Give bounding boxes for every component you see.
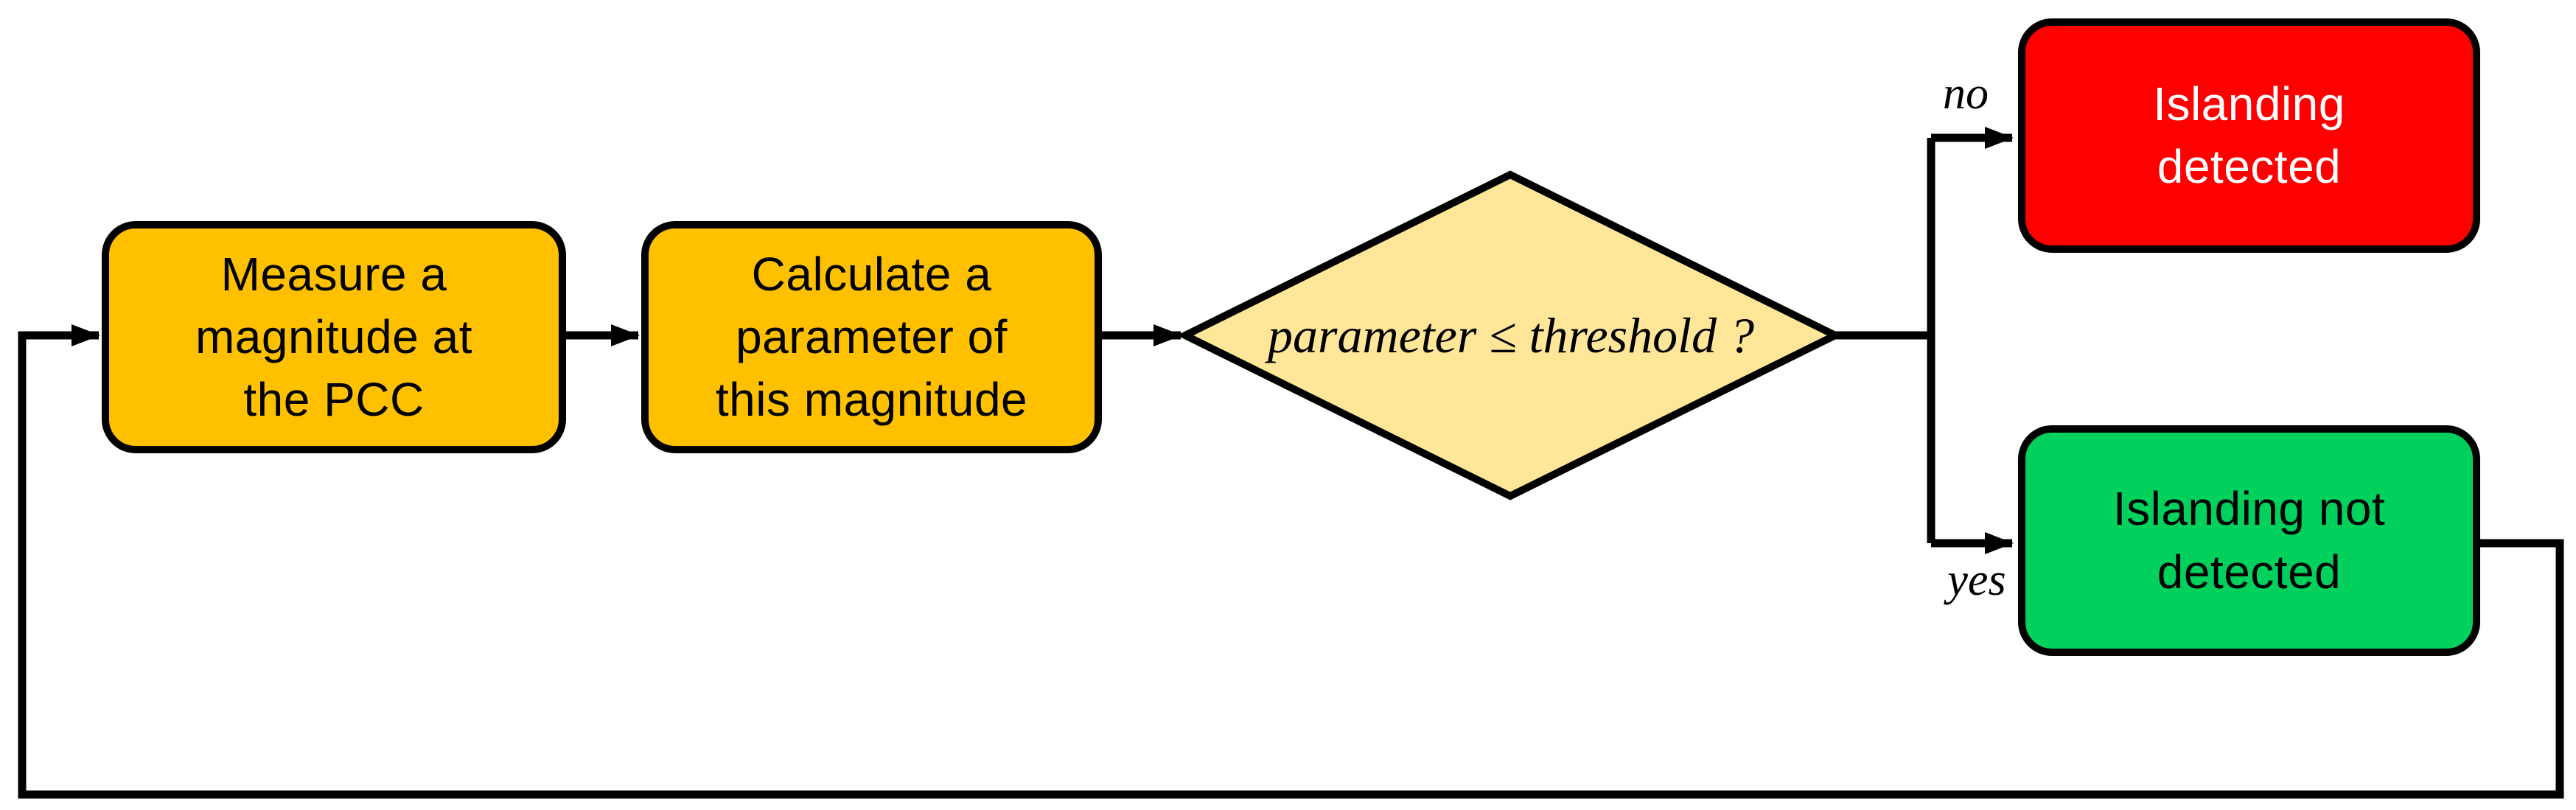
islanding-detected-node: Islanding detected	[2018, 18, 2480, 253]
process-measure-label-line3: the PCC	[243, 373, 425, 427]
islanding-not-detected-node: Islanding not detected	[2018, 425, 2480, 656]
islanding-detected-label-line1: Islanding	[2153, 77, 2345, 130]
process-calculate-label-line2: parameter of	[736, 310, 1008, 363]
process-calculate-node: Calculate a parameter of this magnitude	[641, 221, 1102, 453]
process-calculate-label-line3: this magnitude	[715, 373, 1028, 427]
process-measure-label-line2: magnitude at	[195, 310, 473, 363]
islanding-not-detected-label-line1: Islanding not	[2112, 482, 2386, 536]
yes-branch-label: yes	[1947, 555, 2006, 605]
decision-node-label: parameter ≤ threshold ?	[1268, 307, 1754, 363]
process-measure-label-line1: Measure a	[220, 247, 447, 301]
islanding-detected-label-line2: detected	[2157, 140, 2342, 193]
islanding-not-detected-label-line2: detected	[2157, 545, 2342, 598]
process-calculate-label-line1: Calculate a	[751, 247, 992, 301]
no-branch-label: no	[1943, 69, 1989, 119]
process-measure-node: Measure a magnitude at the PCC	[102, 221, 566, 453]
edge-decision-branch-trunk	[1835, 138, 1936, 543]
